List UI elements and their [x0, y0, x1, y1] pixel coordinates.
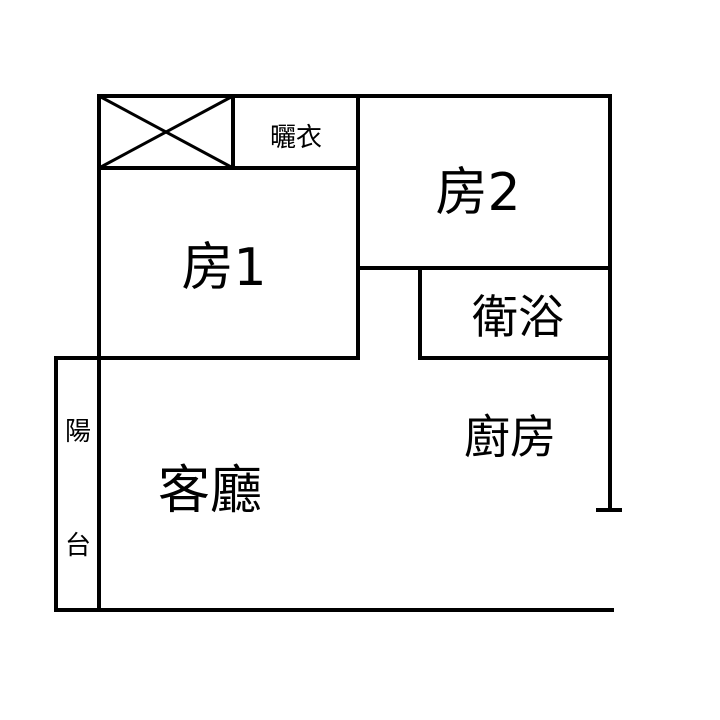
balcony-label-top: 陽 — [65, 417, 91, 447]
living-room-label: 客廳 — [158, 461, 262, 521]
walls — [54, 94, 622, 612]
laundry-label: 曬衣 — [270, 123, 322, 153]
kitchen-label: 廚房 — [464, 410, 556, 464]
balcony-label-bottom: 台 — [65, 531, 91, 561]
closed-area-cross-icon — [98, 94, 234, 170]
bathroom-label: 衛浴 — [472, 290, 564, 344]
room1-label: 房1 — [181, 238, 266, 298]
room2-label: 房2 — [435, 163, 520, 223]
